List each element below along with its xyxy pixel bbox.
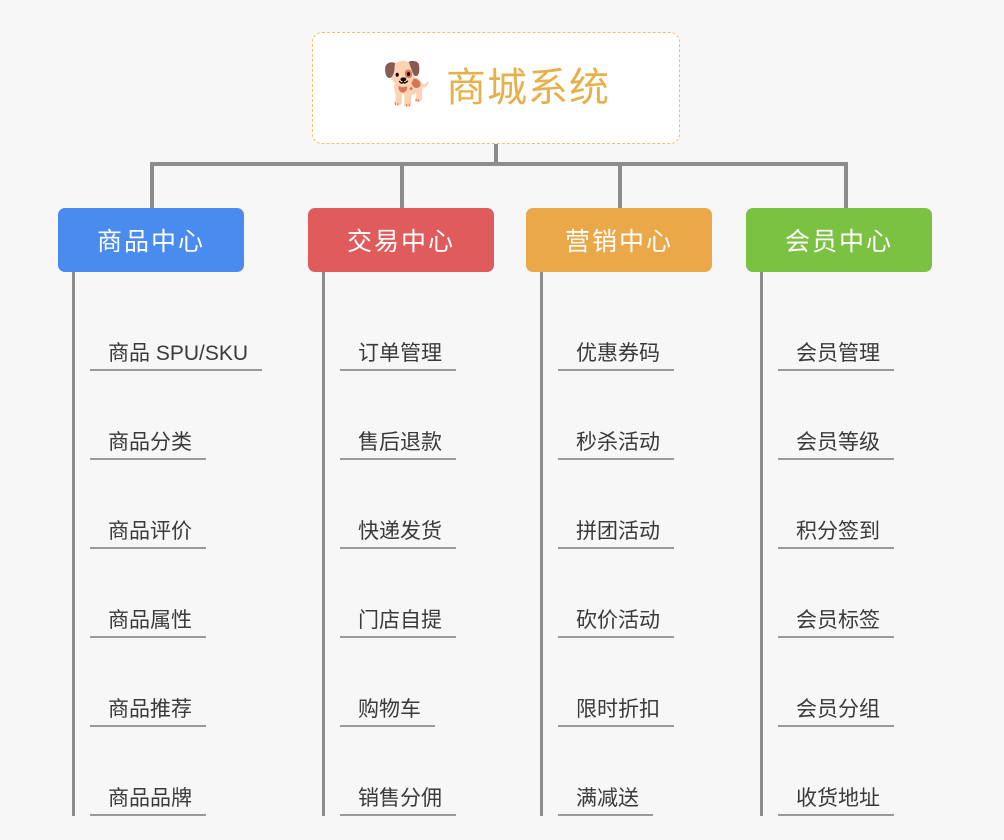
list-item-label: 满减送 [576,786,639,810]
category-header-member-center[interactable]: 会员中心 [746,208,932,272]
list-item[interactable]: 秒杀活动 [558,371,726,460]
list-item-label: 商品推荐 [108,697,192,721]
list-item-rule [778,814,894,816]
list-item[interactable]: 商品属性 [90,549,258,638]
category-header-label: 会员中心 [784,228,893,256]
root-node-mall-system[interactable]: 🐕 商城系统 [312,32,680,144]
list-item-rule [778,458,894,460]
list-item-rule [778,369,894,371]
column-body: 优惠券码 秒杀活动 拼团活动 砍价活动 限时折扣 满减送 [540,272,726,816]
list-item[interactable]: 限时折扣 [558,638,726,727]
category-header-label: 交易中心 [346,228,455,256]
list-item[interactable]: 购物车 [340,638,508,727]
list-item[interactable]: 会员等级 [778,371,946,460]
list-item[interactable]: 会员管理 [778,282,946,371]
list-item[interactable]: 快递发货 [340,460,508,549]
list-item-label: 商品 SPU/SKU [108,341,249,365]
list-item-label: 优惠券码 [576,341,660,365]
category-header-label: 商品中心 [96,228,205,256]
list-item-rule [558,369,674,371]
list-item-rule [340,636,456,638]
list-item-rule [778,636,894,638]
list-item-label: 会员等级 [796,430,880,454]
connector-horizontal-bus [150,162,848,166]
column-body: 会员管理 会员等级 积分签到 会员标签 会员分组 收货地址 [760,272,946,816]
list-item-label: 销售分佣 [358,786,442,810]
list-item-label: 秒杀活动 [576,430,660,454]
column-body: 订单管理 售后退款 快递发货 门店自提 购物车 销售分佣 [322,272,508,816]
list-item-rule [558,458,674,460]
list-item-label: 商品评价 [108,519,192,543]
column-product-center: 商品中心 商品 SPU/SKU 商品分类 商品评价 商品属性 商品推荐 商品品牌 [58,208,263,816]
connector-drop-2 [400,162,404,210]
list-item-label: 会员分组 [796,697,880,721]
list-item-rule [90,725,206,727]
list-item-rule [778,547,894,549]
connector-drop-1 [150,162,154,210]
list-item[interactable]: 商品评价 [90,460,258,549]
list-item-label: 商品分类 [108,430,192,454]
list-item-rule [558,814,653,816]
list-item[interactable]: 砍价活动 [558,549,726,638]
list-item[interactable]: 拼团活动 [558,460,726,549]
list-item-label: 门店自提 [358,608,442,632]
list-item-rule [90,369,263,371]
list-item[interactable]: 积分签到 [778,460,946,549]
list-item-label: 会员管理 [796,341,880,365]
list-item-rule [340,814,456,816]
list-item-rule [340,725,435,727]
list-item[interactable]: 商品 SPU/SKU [90,282,263,371]
list-item[interactable]: 优惠券码 [558,282,726,371]
list-item[interactable]: 商品品牌 [90,727,258,816]
category-header-trade-center[interactable]: 交易中心 [308,208,494,272]
list-item-label: 积分签到 [796,519,880,543]
list-item-rule [558,636,674,638]
connector-root-stem [494,144,498,164]
list-item-label: 购物车 [358,697,421,721]
list-item[interactable]: 会员标签 [778,549,946,638]
list-item-rule [90,547,206,549]
column-body: 商品 SPU/SKU 商品分类 商品评价 商品属性 商品推荐 商品品牌 [72,272,263,816]
list-item-label: 商品品牌 [108,786,192,810]
list-item-rule [558,725,674,727]
category-header-product-center[interactable]: 商品中心 [58,208,244,272]
list-item-rule [340,369,456,371]
connector-drop-3 [618,162,622,210]
list-item-rule [340,547,456,549]
list-item-rule [90,814,206,816]
connector-drop-4 [844,162,848,210]
list-item-label: 限时折扣 [576,697,660,721]
list-item[interactable]: 销售分佣 [340,727,508,816]
list-item-label: 砍价活动 [576,608,660,632]
list-item[interactable]: 门店自提 [340,549,508,638]
list-item[interactable]: 满减送 [558,727,726,816]
list-item-label: 快递发货 [358,519,442,543]
category-header-label: 营销中心 [564,228,673,256]
list-item-rule [90,458,206,460]
root-node-title: 商城系统 [446,66,610,110]
list-item-label: 收货地址 [796,786,880,810]
list-item[interactable]: 收货地址 [778,727,946,816]
list-item-label: 拼团活动 [576,519,660,543]
column-trade-center: 交易中心 订单管理 售后退款 快递发货 门店自提 购物车 销售分佣 [308,208,508,816]
list-item-rule [778,725,894,727]
list-item-label: 商品属性 [108,608,192,632]
category-header-marketing-center[interactable]: 营销中心 [526,208,712,272]
list-item-rule [90,636,206,638]
list-item[interactable]: 售后退款 [340,371,508,460]
list-item-rule [558,547,674,549]
column-member-center: 会员中心 会员管理 会员等级 积分签到 会员标签 会员分组 收货地址 [746,208,946,816]
list-item[interactable]: 商品推荐 [90,638,258,727]
list-item-label: 会员标签 [796,608,880,632]
list-item[interactable]: 商品分类 [90,371,258,460]
shiba-dog-face-icon: 🐕 [382,60,435,107]
list-item[interactable]: 订单管理 [340,282,508,371]
list-item-label: 售后退款 [358,430,442,454]
list-item-rule [340,458,456,460]
list-item[interactable]: 会员分组 [778,638,946,727]
list-item-label: 订单管理 [358,341,442,365]
column-marketing-center: 营销中心 优惠券码 秒杀活动 拼团活动 砍价活动 限时折扣 满减送 [526,208,726,816]
